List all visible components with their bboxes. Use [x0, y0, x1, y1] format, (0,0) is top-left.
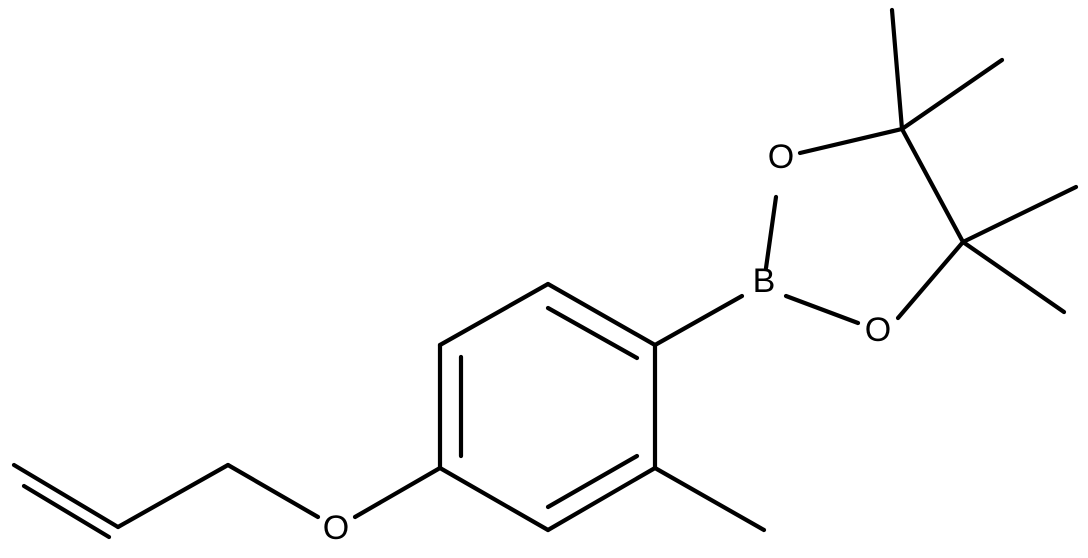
bond-oxygen-top-cq1 — [797, 126, 905, 156]
bond-allyl-vinyl-ch2 — [115, 462, 231, 530]
bond-ring-c2-c1 — [545, 281, 658, 348]
bond-ring-boron — [652, 293, 745, 348]
bond-allyl-terminal-double-inner — [21, 483, 112, 540]
bond-cq2-methyl-right — [960, 184, 1079, 245]
bond-cq2-methyl-down — [960, 239, 1067, 315]
bond-methyl-ortho — [652, 465, 767, 533]
bond-ring-c6-c5-inner — [545, 453, 640, 510]
bond-cq1-cq2 — [899, 126, 966, 245]
atom-boron-label: B — [753, 262, 776, 300]
bond-allyl-terminal-double-outer — [11, 462, 121, 530]
bond-oxygen-ring — [352, 465, 443, 520]
bond-ring-c2-c1-inner — [545, 305, 640, 361]
bond-boron-oxygen-bottom — [783, 293, 861, 326]
bond-boron-oxygen-top — [763, 194, 779, 271]
bond-ring-c5-c4 — [437, 465, 551, 533]
bond-allyl-ch2-oxygen — [225, 462, 321, 520]
atom-oxygen-top-label: O — [768, 138, 794, 176]
atom-oxygen-ether-label: O — [323, 509, 349, 547]
bond-ring-c6-c5 — [545, 465, 658, 533]
bond-cq1-methyl-up — [889, 7, 905, 132]
atom-oxygen-bottom-label: O — [865, 311, 891, 349]
bond-oxygen-bottom-cq2 — [895, 239, 966, 321]
bond-ring-c3-c2 — [437, 281, 551, 348]
bond-cq1-methyl-right — [899, 57, 1005, 132]
